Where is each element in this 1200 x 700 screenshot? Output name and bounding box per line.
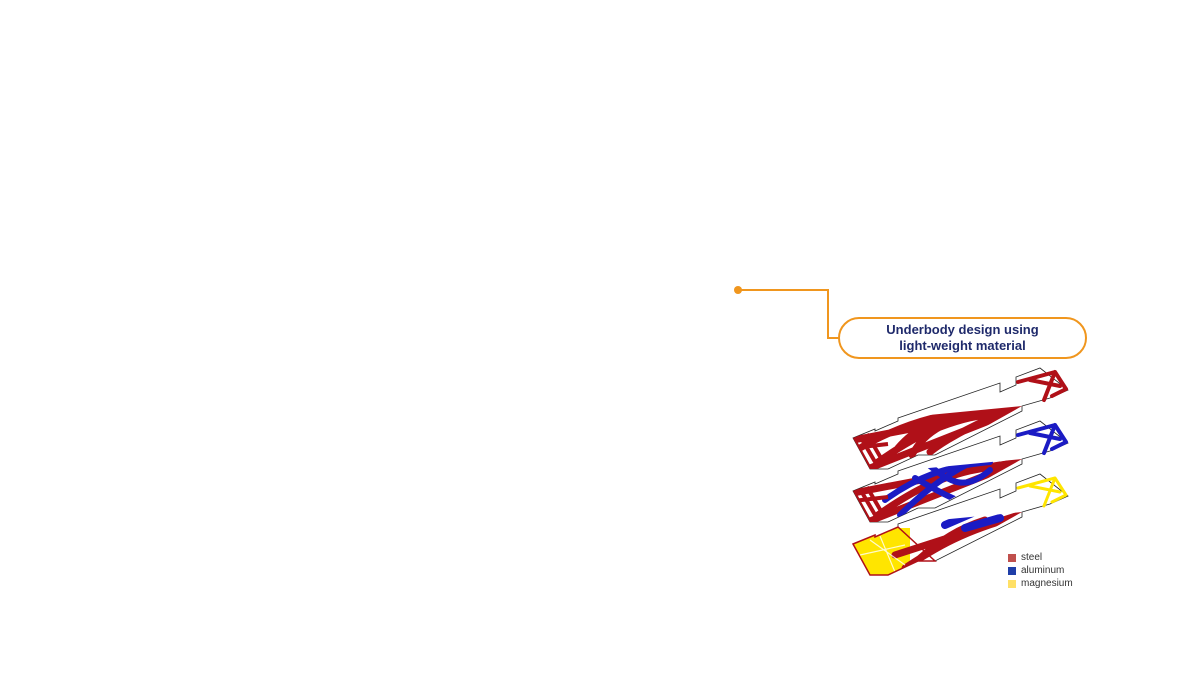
legend-item-steel: steel [1008, 551, 1073, 564]
legend-item-aluminum: aluminum [1008, 564, 1073, 577]
legend-swatch [1008, 579, 1016, 588]
aluminum-members [882, 459, 993, 518]
underbody-layer-steel [852, 367, 1069, 470]
steel-members [853, 406, 1022, 469]
callout-connector [734, 286, 840, 339]
callout-label: Underbody design using light-weight mate… [838, 317, 1087, 359]
rear-section-structure [1016, 476, 1068, 508]
legend-label: steel [1021, 552, 1043, 563]
legend-swatch [1008, 566, 1016, 575]
underbody-layer-steel-aluminum [852, 420, 1069, 523]
callout-line-1: Underbody design using [886, 322, 1039, 337]
legend-label: aluminum [1021, 565, 1065, 576]
legend-item-magnesium: magnesium [1008, 577, 1073, 590]
rear-section-structure [1016, 423, 1068, 455]
callout-line-2: light-weight material [899, 338, 1026, 353]
underbody-layer-multimaterial [851, 473, 1069, 576]
rear-section-structure [1016, 370, 1068, 402]
legend-label: magnesium [1021, 578, 1073, 589]
connector-line [738, 289, 840, 339]
legend-swatch [1008, 553, 1016, 562]
material-legend: steel aluminum magnesium [1008, 551, 1073, 590]
